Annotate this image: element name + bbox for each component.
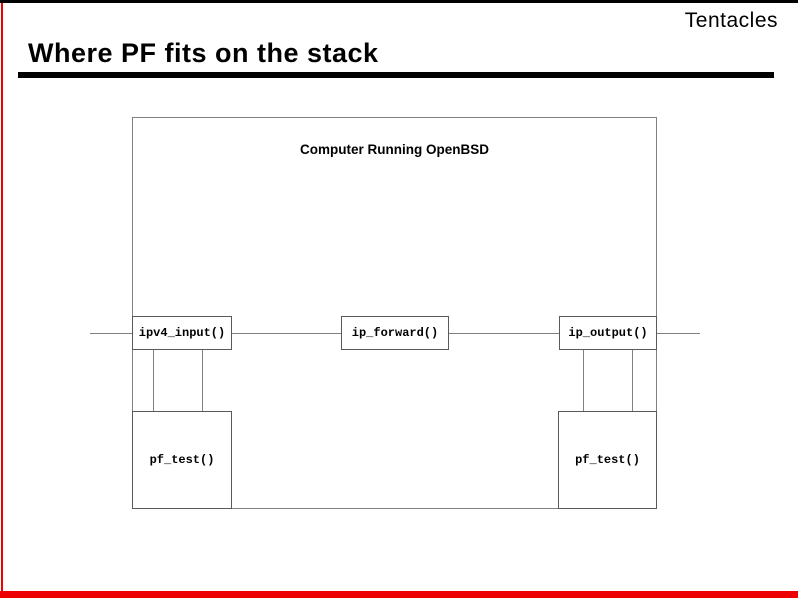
title-rule (18, 72, 774, 78)
packet-wire-forward-to-output (448, 333, 559, 334)
node-ip-forward: ip_forward() (341, 316, 449, 350)
slide-corner-label: Tentacles (684, 9, 778, 32)
node-pf-test-left: pf_test() (132, 411, 232, 509)
openbsd-container-box: Computer Running OpenBSD (132, 117, 657, 509)
packet-wire-in (90, 333, 132, 334)
left-accent-border (1, 0, 3, 598)
connector-ipv4input-pftest-right (202, 349, 203, 411)
bottom-accent-border (0, 591, 798, 598)
top-border (0, 0, 798, 3)
packet-wire-input-to-forward (231, 333, 341, 334)
node-pf-test-right: pf_test() (558, 411, 657, 509)
node-ipv4-input: ipv4_input() (132, 316, 232, 350)
connector-ipv4input-pftest-left (153, 349, 154, 411)
packet-wire-out (656, 333, 700, 334)
connector-ipoutput-pftest-left (583, 349, 584, 411)
openbsd-container-label: Computer Running OpenBSD (300, 142, 489, 157)
page-title: Where PF fits on the stack (28, 38, 379, 68)
connector-ipoutput-pftest-right (632, 349, 633, 411)
node-ip-output: ip_output() (559, 316, 657, 350)
